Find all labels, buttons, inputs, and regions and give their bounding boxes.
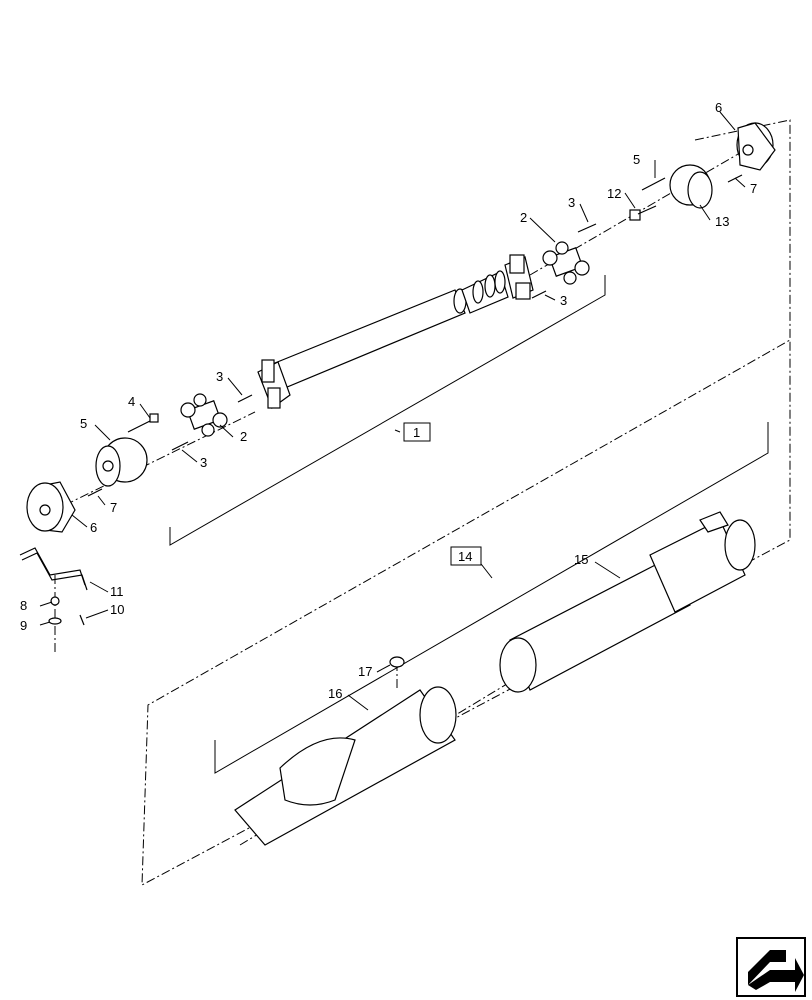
coupling-left (26, 481, 76, 533)
u-joint-right (542, 241, 590, 285)
callout-17: 17 (358, 664, 372, 679)
mounting-bracket (19, 547, 88, 626)
callout-1-box: 1 (403, 422, 431, 442)
u-joint-left (180, 393, 228, 437)
callout-11: 11 (110, 584, 124, 599)
guard-tube-16 (234, 686, 457, 846)
callout-16: 16 (328, 686, 342, 701)
assembly-outline (141, 119, 791, 886)
callout-4: 4 (128, 394, 135, 409)
pins (87, 174, 743, 497)
next-page-arrow-icon[interactable] (736, 937, 806, 997)
callout-3-left: 3 (216, 369, 223, 384)
callout-3-top: 3 (568, 195, 575, 210)
yoke-right (504, 254, 534, 300)
callout-10: 10 (110, 602, 124, 617)
callout-2-left: 2 (240, 429, 247, 444)
screw-17 (389, 656, 405, 668)
driveshaft-tube (269, 270, 509, 391)
callout-3-mid: 3 (560, 293, 567, 308)
callout-8: 8 (20, 598, 27, 613)
yoke-left (257, 359, 291, 409)
callout-1: 1 (413, 425, 420, 440)
assembly-14-bracket (214, 422, 769, 774)
flange-right (669, 164, 713, 209)
callout-7-left: 7 (110, 500, 117, 515)
callout-2-right: 2 (520, 210, 527, 225)
callout-3-bottom: 3 (200, 455, 207, 470)
callout-5-right: 5 (633, 152, 640, 167)
callout-labels: 6 5 7 12 13 3 2 3 3 4 5 2 3 7 6 11 8 10 … (20, 100, 757, 701)
callout-5-left: 5 (80, 416, 87, 431)
callout-7-right: 7 (750, 181, 757, 196)
callout-6-right: 6 (715, 100, 722, 115)
callout-13: 13 (715, 214, 729, 229)
callout-6-left: 6 (90, 520, 97, 535)
coupling-right (736, 122, 776, 171)
flange-left (95, 437, 148, 487)
guard-tube-15 (499, 511, 756, 693)
callout-9: 9 (20, 618, 27, 633)
callout-14: 14 (458, 549, 472, 564)
callout-15: 15 (574, 552, 588, 567)
callout-12: 12 (607, 186, 621, 201)
assembly-1-bracket (169, 275, 606, 546)
leader-lines (39, 111, 746, 711)
callout-14-box: 14 (450, 546, 482, 566)
